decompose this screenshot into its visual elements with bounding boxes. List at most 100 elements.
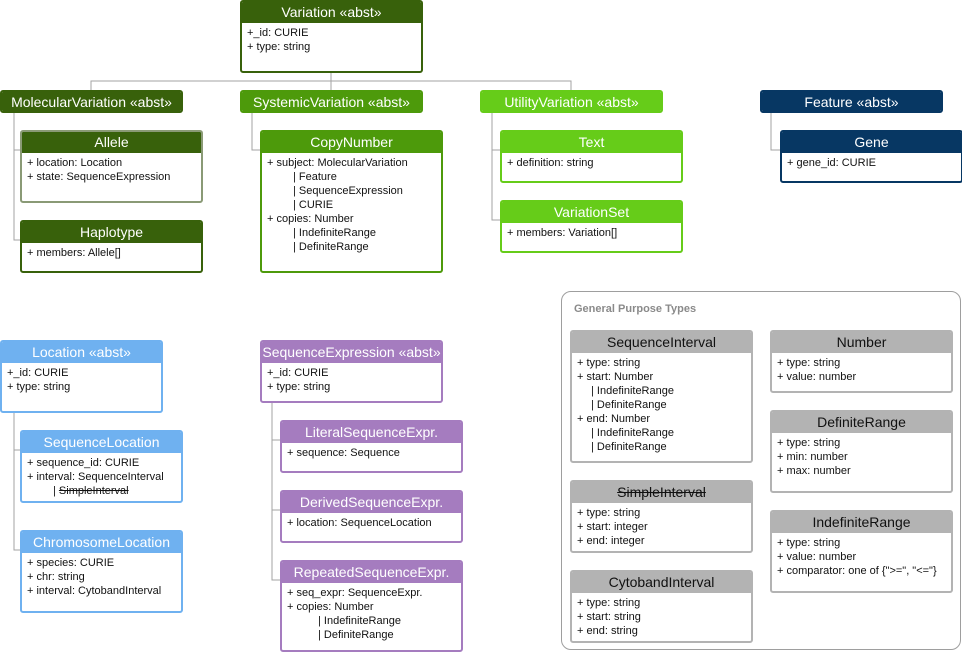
repeated-sequence-expr-title: RepeatedSequenceExpr. [282,562,461,583]
copy-number-alt: | IndefiniteRange [293,227,376,239]
copy-number-alt: | SequenceExpression [293,185,403,197]
location-title: Location «abst» [2,342,161,363]
number-class: Number + type: string + value: number [770,330,953,393]
repeated-sequence-expr-alt: | IndefiniteRange [318,615,401,627]
systemic-variation-class: SystemicVariation «abst» [240,90,423,113]
sequence-interval-alt: | IndefiniteRange [591,427,674,439]
repeated-sequence-expr-attr-seq-expr: + seq_expr: SequenceExpr. [287,587,423,599]
sequence-location-alt-simple-interval: SimpleInterval [58,485,129,497]
copy-number-class: CopyNumber + subject: MolecularVariation… [260,130,443,273]
sequence-expression-title: SequenceExpression «abst» [262,342,441,363]
sequence-interval-alt: | DefiniteRange [591,399,667,411]
variation-set-class: VariationSet + members: Variation[] [500,200,683,253]
literal-sequence-expr-title: LiteralSequenceExpr. [282,422,461,443]
variation-set-attr-members: + members: Variation[] [507,227,618,239]
simple-interval-attr-start: + start: integer [577,521,648,533]
chromosome-location-attr-interval: + interval: CytobandInterval [27,585,162,597]
sequence-interval-attr-start: + start: Number [577,371,654,383]
definite-range-attr-type: + type: string [777,437,841,449]
sequence-interval-attr-type: + type: string [577,357,641,369]
variation-set-title: VariationSet [502,202,681,223]
simple-interval-title: SimpleInterval [572,482,751,503]
indefinite-range-class: IndefiniteRange + type: string + value: … [770,510,953,593]
repeated-sequence-expr-attr-copies: + copies: Number [287,601,374,613]
gene-class: Gene + gene_id: CURIE [780,130,962,183]
location-attr-type: + type: string [7,381,71,393]
variation-attr-id: +_id: CURIE [247,27,309,39]
derived-sequence-expr-attr-location: + location: SequenceLocation [287,517,432,529]
text-title: Text [502,132,681,153]
sequence-location-alt-separator: | [53,485,59,497]
chromosome-location-class: ChromosomeLocation + species: CURIE + ch… [20,530,183,613]
sequence-interval-alt: | DefiniteRange [591,441,667,453]
chromosome-location-attr-chr: + chr: string [27,571,85,583]
allele-class: Allele + location: Location + state: Seq… [20,130,203,203]
sequence-interval-class: SequenceInterval + type: string + start:… [570,330,753,463]
feature-title: Feature «abst» [762,92,941,111]
haplotype-class: Haplotype + members: Allele[] [20,220,203,273]
copy-number-attr-copies: + copies: Number [267,213,354,225]
sequence-expression-attr-type: + type: string [267,381,331,393]
derived-sequence-expr-title: DerivedSequenceExpr. [282,492,461,513]
copy-number-attr-subject: + subject: MolecularVariation [267,157,408,169]
feature-class: Feature «abst» [760,90,943,113]
simple-interval-class: SimpleInterval + type: string + start: i… [570,480,753,553]
definite-range-title: DefiniteRange [772,412,951,433]
cytoband-interval-attr-end: + end: string [577,625,638,637]
copy-number-title: CopyNumber [262,132,441,153]
cytoband-interval-class: CytobandInterval + type: string + start:… [570,570,753,643]
number-attr-value: + value: number [777,371,857,383]
location-class: Location «abst» +_id: CURIE + type: stri… [0,340,163,413]
literal-sequence-expr-class: LiteralSequenceExpr. + sequence: Sequenc… [280,420,463,473]
location-attr-id: +_id: CURIE [7,367,69,379]
indefinite-range-attr-type: + type: string [777,537,841,549]
allele-title: Allele [22,132,201,153]
gene-attr-gene-id: + gene_id: CURIE [787,157,876,169]
gene-title: Gene [782,132,961,153]
molecular-variation-class: MolecularVariation «abst» [0,90,183,113]
sequence-interval-alt: | IndefiniteRange [591,385,674,397]
cytoband-interval-title: CytobandInterval [572,572,751,593]
indefinite-range-attr-value: + value: number [777,551,857,563]
sequence-location-class: SequenceLocation + sequence_id: CURIE + … [20,430,183,503]
cytoband-interval-attr-type: + type: string [577,597,641,609]
simple-interval-attr-end: + end: integer [577,535,645,547]
text-attr-definition: + definition: string [507,157,594,169]
sequence-expression-class: SequenceExpression «abst» +_id: CURIE + … [260,340,443,403]
sequence-location-attr-interval: + interval: SequenceInterval [27,471,164,483]
general-purpose-types-title: General Purpose Types [574,303,697,315]
utility-variation-class: UtilityVariation «abst» [480,90,663,113]
indefinite-range-attr-comparator: + comparator: one of {">=", "<="} [777,565,937,577]
copy-number-alt: | Feature [293,171,337,183]
sequence-interval-attr-end: + end: Number [577,413,651,425]
number-attr-type: + type: string [777,357,841,369]
molecular-variation-title: MolecularVariation «abst» [2,92,181,111]
sequence-location-title: SequenceLocation [22,432,181,453]
copy-number-alt: | DefiniteRange [293,241,369,253]
chromosome-location-title: ChromosomeLocation [22,532,181,553]
indefinite-range-title: IndefiniteRange [772,512,951,533]
number-title: Number [772,332,951,353]
haplotype-attr-members: + members: Allele[] [27,247,121,259]
systemic-variation-title: SystemicVariation «abst» [242,92,421,111]
text-class: Text + definition: string [500,130,683,183]
utility-variation-title: UtilityVariation «abst» [482,92,661,111]
cytoband-interval-attr-start: + start: string [577,611,641,623]
allele-attr-state: + state: SequenceExpression [27,171,171,183]
variation-attr-type: + type: string [247,41,311,53]
sequence-interval-title: SequenceInterval [572,332,751,353]
sequence-expression-attr-id: +_id: CURIE [267,367,329,379]
definite-range-attr-max: + max: number [777,465,851,477]
derived-sequence-expr-class: DerivedSequenceExpr. + location: Sequenc… [280,490,463,543]
definite-range-class: DefiniteRange + type: string + min: numb… [770,410,953,493]
sequence-location-attr-sequence-id: + sequence_id: CURIE [27,457,140,469]
copy-number-alt: | CURIE [293,199,334,211]
variation-title: Variation «abst» [242,2,421,23]
chromosome-location-attr-species: + species: CURIE [27,557,115,569]
repeated-sequence-expr-class: RepeatedSequenceExpr. + seq_expr: Sequen… [280,560,463,652]
simple-interval-attr-type: + type: string [577,507,641,519]
variation-class: Variation «abst» +_id: CURIE + type: str… [240,0,423,73]
repeated-sequence-expr-alt: | DefiniteRange [318,629,394,641]
definite-range-attr-min: + min: number [777,451,848,463]
